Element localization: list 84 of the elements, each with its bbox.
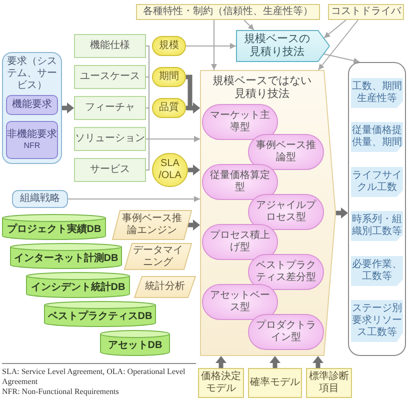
connector-arrow [244,20,254,30]
connector-arrow [318,20,358,70]
block-arrow [312,356,324,368]
connector-arrow [146,136,200,170]
database-label: ベストプラクティスDB [48,311,152,323]
block-arrow [188,164,200,176]
model-label: 確率モデル [250,377,300,389]
requirement-label: 機能要求 [12,99,52,111]
footnote-text: NFR: Non-Functional Requirements [2,387,120,397]
factor-box [136,4,320,20]
tool-parallelogram [124,243,192,270]
output-label: 従量価格提供量、期間 [352,125,402,149]
database-label: アセットDB [108,340,162,352]
spec-label: サービス [90,164,130,176]
factor-label: 各種特性・制約（信頼性、生産性等） [143,6,313,18]
block-arrow [62,102,74,114]
connector-arrow [186,43,236,49]
database-cylinder [44,301,156,327]
block-arrow [186,102,200,114]
method-label: アセットベース型 [209,290,271,314]
spec-box [74,34,146,58]
tool-parallelogram [112,210,192,240]
technique-pentagon [200,70,336,356]
strategy-label: 組織戦略 [20,193,60,205]
database-cylinder [100,330,170,356]
block-arrow [188,220,200,230]
output-label: ステージ別要求リソース工数等 [352,303,402,339]
tool-label: 事例ベース推論エンジン [122,213,182,237]
attribute-label: 期間 [159,71,179,83]
database-cylinder [10,243,122,269]
requirement-abbreviation: NFR [24,141,40,151]
technique-chevron [236,30,330,62]
connector-arrow [324,54,360,64]
method-label: マーケット主導型 [209,110,271,134]
block-arrow [270,356,280,368]
output-label: 必要作業、工数等 [352,259,402,283]
database-label: プロジェクト実績DB [6,224,102,236]
method-label: アジャイルプロセス型 [255,200,317,224]
connector-arrow [68,196,200,202]
output-label: 工数、期間生産性等 [352,81,402,105]
requirement-box [6,121,58,159]
spec-box [74,65,146,89]
tool-parallelogram [134,276,196,298]
requirement-box [6,95,58,115]
database-label: インターネット計測DB [14,253,118,265]
method-label: 事例ベース推論型 [255,140,317,164]
spec-label: ユースケース [80,71,140,83]
attribute-label: 規模 [159,40,179,52]
database-cylinder [26,272,130,298]
spec-box [74,96,146,120]
method-label: 従量価格算定型 [209,170,271,194]
output-panel [348,62,406,356]
database-label: インシデント統計DB [30,282,126,294]
method-label: プロセス積上げ型 [209,230,271,254]
method-label: ベストプラクティス差分型 [255,260,317,284]
block-arrow [336,208,348,218]
technique-label: 規模ベースの見積り技法 [243,33,311,59]
attribute-label: SLA /OLA [158,158,182,182]
output-label: 時系列・組織別工数等 [352,214,402,238]
spec-label: 機能仕様 [90,40,130,52]
spec-label: ソリューション [75,133,145,145]
attribute-label: 品質 [159,102,179,114]
factor-label: コストドライバ [331,6,401,18]
panel-title: 要求（システム、サービス） [6,56,58,92]
connector-arrow [324,20,346,38]
pentagon-title: 規模ベースではない見積り技法 [212,75,312,101]
tool-label: 統計分析 [145,281,185,293]
tool-label: データマイニング [133,244,183,268]
database-cylinder [2,214,106,240]
connector-arrow [211,20,217,70]
model-label: 価格決定モデル [200,371,242,395]
method-label: プロダクトライン型 [255,320,317,344]
spec-box [74,158,146,182]
model-label: 標準診断項目 [308,371,350,395]
spec-label: フィーチャ [85,102,135,114]
requirements-panel [2,52,62,164]
factor-box [328,4,404,20]
footnote-text: SLA: Service Level Agreement, OLA: Operational Level Agreement [2,367,186,387]
spec-box [74,127,146,151]
requirement-label: 非機能要求 [7,129,57,141]
output-label: ライフサイクル工数 [352,170,402,194]
strategy-box [12,190,68,208]
block-arrow [216,356,226,368]
model-box [248,368,302,398]
